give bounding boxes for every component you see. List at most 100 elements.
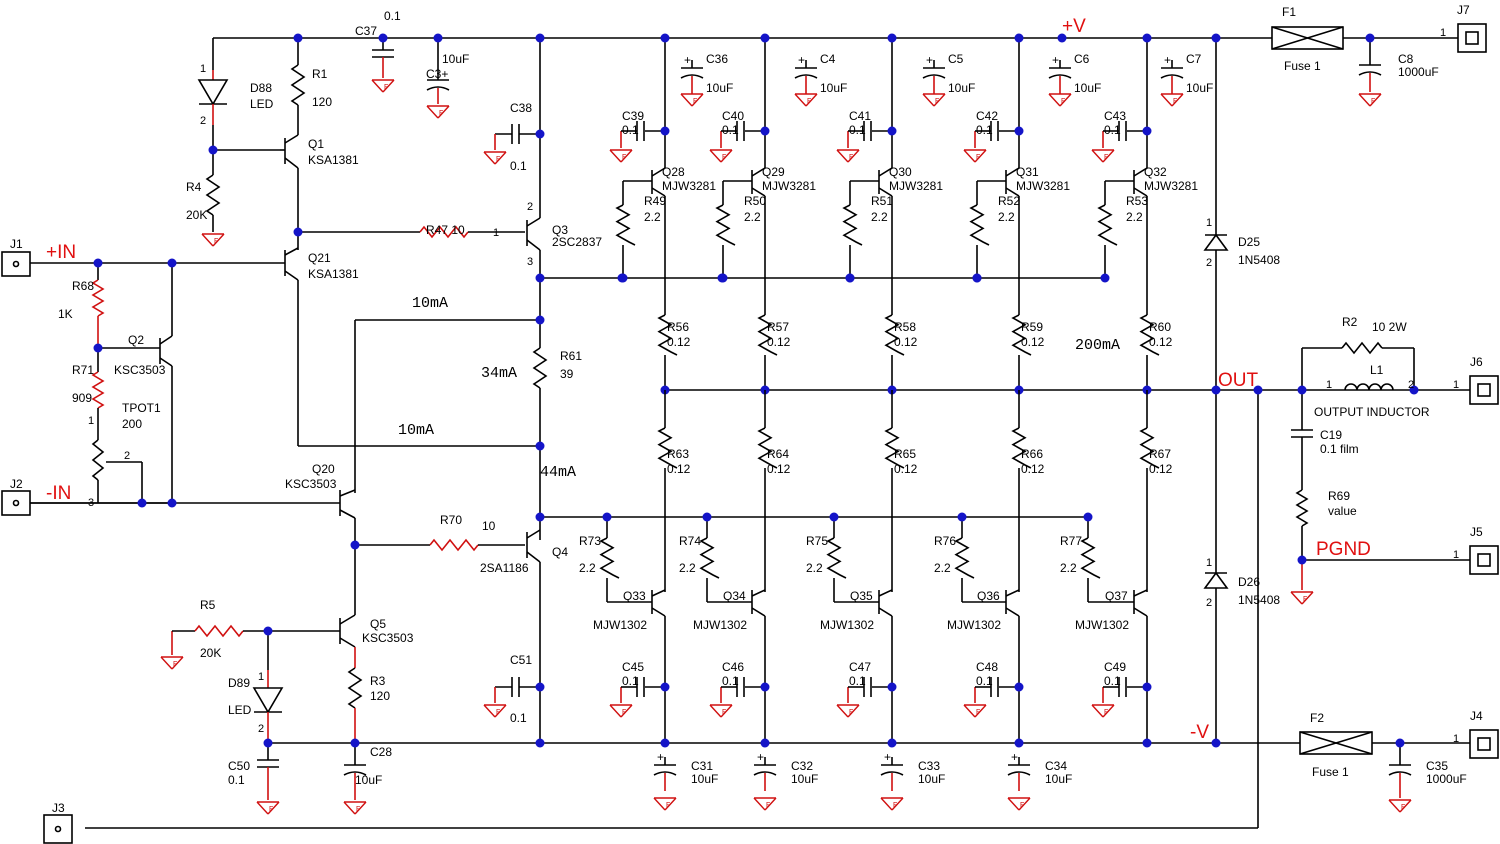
- base-resistor-R76: [954, 537, 975, 579]
- cap-plate: [680, 74, 704, 79]
- cap-value: 10uF: [706, 81, 733, 95]
- cap-ref: C7: [1186, 52, 1202, 66]
- ref-label: Q5: [370, 617, 386, 631]
- ground-line: [1007, 797, 1020, 811]
- resistor-ref: R76: [934, 534, 956, 548]
- ref-label: R2: [1342, 315, 1358, 329]
- ground-symbol: F: [1358, 93, 1382, 107]
- ground-tag: F: [622, 709, 626, 716]
- base-resistor-R77: [1080, 537, 1101, 579]
- pin-number: 3: [88, 497, 94, 509]
- junction-dot: [167, 258, 177, 268]
- cap-plate: [794, 74, 818, 79]
- junction-dot: [972, 273, 982, 283]
- transistor-ref: Q32: [1144, 165, 1167, 179]
- connector-label: J2: [10, 477, 23, 491]
- ground-line: [160, 656, 173, 670]
- pin-number: 1: [258, 671, 264, 683]
- ground-line: [836, 149, 849, 163]
- resistor-value: 0.12: [1021, 462, 1045, 476]
- polarity-mark: +: [1052, 53, 1059, 67]
- resistor-value: 2.2: [579, 561, 596, 575]
- junction-dot: [887, 682, 897, 692]
- current-annotation: 44mA: [540, 464, 576, 481]
- pin-number: 1: [1440, 27, 1446, 39]
- resistor-ref: R59: [1021, 320, 1043, 334]
- decoupling-cap-C46: [721, 677, 745, 697]
- connector-label: J1: [10, 237, 23, 251]
- ground-line: [620, 149, 633, 163]
- junction-dot: [1211, 385, 1221, 395]
- junction-dot: [660, 738, 670, 748]
- ground-tag: F: [722, 709, 726, 716]
- junction-dot: [293, 33, 303, 43]
- ref-label: L1: [1370, 363, 1384, 377]
- resistor-value: 0.12: [894, 335, 918, 349]
- ground-line: [256, 801, 269, 815]
- junction-dot: [1142, 126, 1152, 136]
- ref-label: D25: [1238, 235, 1260, 249]
- base-resistor-R53: [1097, 204, 1118, 246]
- transistor-ref: Q31: [1016, 165, 1039, 179]
- ground-tag: F: [622, 154, 626, 161]
- ground-line: [1399, 799, 1412, 813]
- ref-label: Q4: [552, 545, 568, 559]
- cap-value: 10uF: [820, 81, 847, 95]
- ground-symbol: F: [1091, 149, 1115, 163]
- current-annotation: 34mA: [481, 365, 517, 382]
- cap-plate: [1048, 74, 1072, 79]
- ground-symbol: F: [709, 149, 733, 163]
- ground-line: [426, 105, 439, 119]
- transistor-value: MJW1302: [820, 618, 874, 632]
- ground-tag: F: [1104, 709, 1108, 716]
- value-label: 10 2W: [1372, 320, 1407, 334]
- ref-label: Q3: [552, 223, 568, 237]
- junction-dot: [1409, 385, 1419, 395]
- junction-dot: [350, 738, 360, 748]
- emitter-lead: [1133, 589, 1148, 597]
- r61-resistor: [354, 319, 548, 540]
- cap-value: 0.1: [1104, 123, 1121, 137]
- cap-value: 0.1: [976, 674, 993, 688]
- ground-symbol: F: [160, 656, 184, 670]
- value-label: 10uF: [355, 773, 382, 787]
- cap-ref: C4: [820, 52, 836, 66]
- current-annotation: 10mA: [412, 295, 448, 312]
- resistor-value: 2.2: [1060, 561, 1077, 575]
- ref-label: Q21: [308, 251, 331, 265]
- ground-line: [963, 149, 976, 163]
- diode-d25: [1203, 38, 1229, 390]
- ground-symbol: F: [753, 797, 777, 811]
- value-label: 200: [122, 417, 142, 431]
- ground-line: [974, 149, 987, 163]
- cap-value: 0.1: [622, 123, 639, 137]
- ground-symbol: F: [794, 93, 818, 107]
- ground-line: [1369, 93, 1382, 107]
- r1-resistor: [290, 38, 306, 135]
- ground-tag: F: [1303, 596, 1307, 603]
- emitter-lead: [751, 589, 766, 597]
- ground-line: [805, 93, 818, 107]
- decoupling-cap-C42: [975, 121, 999, 141]
- value-label: value: [1328, 504, 1357, 518]
- junction-dot: [1014, 33, 1024, 43]
- ground-tag: F: [1371, 98, 1375, 105]
- ref-label: R70: [440, 513, 462, 527]
- ref-label: D88: [250, 81, 272, 95]
- cap-ref: C46: [722, 660, 744, 674]
- resistor-value: 0.12: [1149, 335, 1173, 349]
- collector-lead: [1133, 607, 1148, 617]
- ref-label: Q2: [128, 333, 144, 347]
- ground-line: [933, 93, 946, 107]
- ground-line: [1102, 704, 1115, 718]
- ground-line: [963, 704, 976, 718]
- ref-label: D89: [228, 676, 250, 690]
- junction-dot: [660, 682, 670, 692]
- junction-dot: [535, 441, 545, 451]
- resistor-ref: R75: [806, 534, 828, 548]
- collector-lead: [878, 167, 893, 177]
- connector-label: J3: [52, 801, 65, 815]
- cap-ref: C42: [976, 109, 998, 123]
- ground-line: [171, 656, 184, 670]
